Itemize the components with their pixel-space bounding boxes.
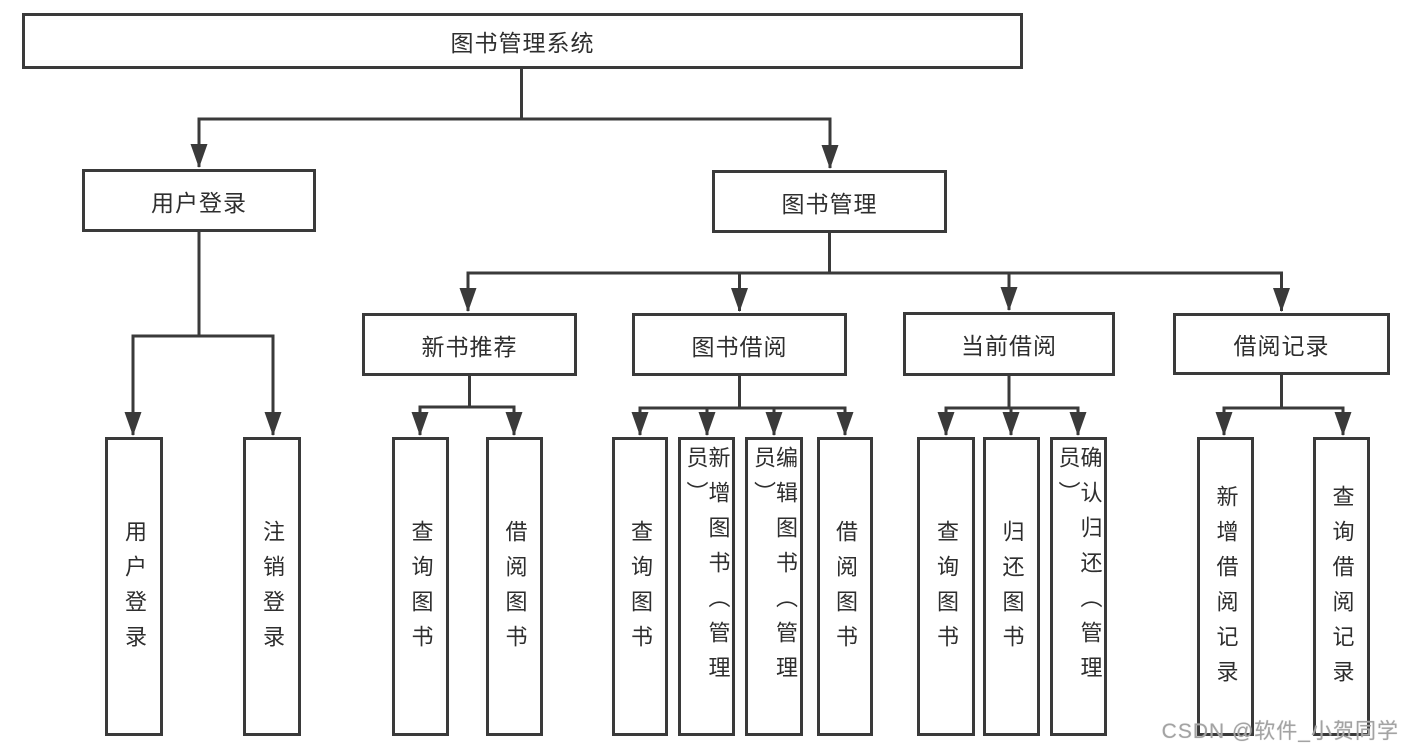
node-new-book-recommend: 新书推荐	[362, 313, 577, 376]
node-leaf-current-query-book: 查询图书	[917, 437, 975, 736]
node-borrow-records: 借阅记录	[1173, 313, 1390, 375]
node-current-borrow: 当前借阅	[903, 312, 1115, 376]
node-leaf-add-borrow-record: 新增借阅记录	[1197, 437, 1254, 736]
node-leaf-query-borrow-record: 查询借阅记录	[1313, 437, 1370, 736]
node-leaf-borrow-query-book: 查询图书	[612, 437, 668, 736]
node-leaf-return-book: 归还图书	[983, 437, 1040, 736]
node-leaf-borrow-book: 借阅图书	[817, 437, 873, 736]
node-user-login: 用户登录	[82, 169, 316, 232]
csdn-watermark: CSDN @软件_小贺同学	[1161, 720, 1399, 743]
node-leaf-recommend-query-book: 查询图书	[392, 437, 449, 736]
node-leaf-add-book-admin: 新增图书（管理员）	[678, 437, 735, 736]
node-leaf-recommend-borrow-book: 借阅图书	[486, 437, 543, 736]
node-leaf-edit-book-admin: 编辑图书（管理员）	[745, 437, 803, 736]
node-leaf-user-login: 用户登录	[105, 437, 163, 736]
node-leaf-confirm-return-admin: 确认归还（管理员）	[1050, 437, 1107, 736]
node-library-management-system: 图书管理系统	[22, 13, 1023, 69]
node-book-management: 图书管理	[712, 170, 947, 233]
node-leaf-logout: 注销登录	[243, 437, 301, 736]
node-book-borrow: 图书借阅	[632, 313, 847, 376]
